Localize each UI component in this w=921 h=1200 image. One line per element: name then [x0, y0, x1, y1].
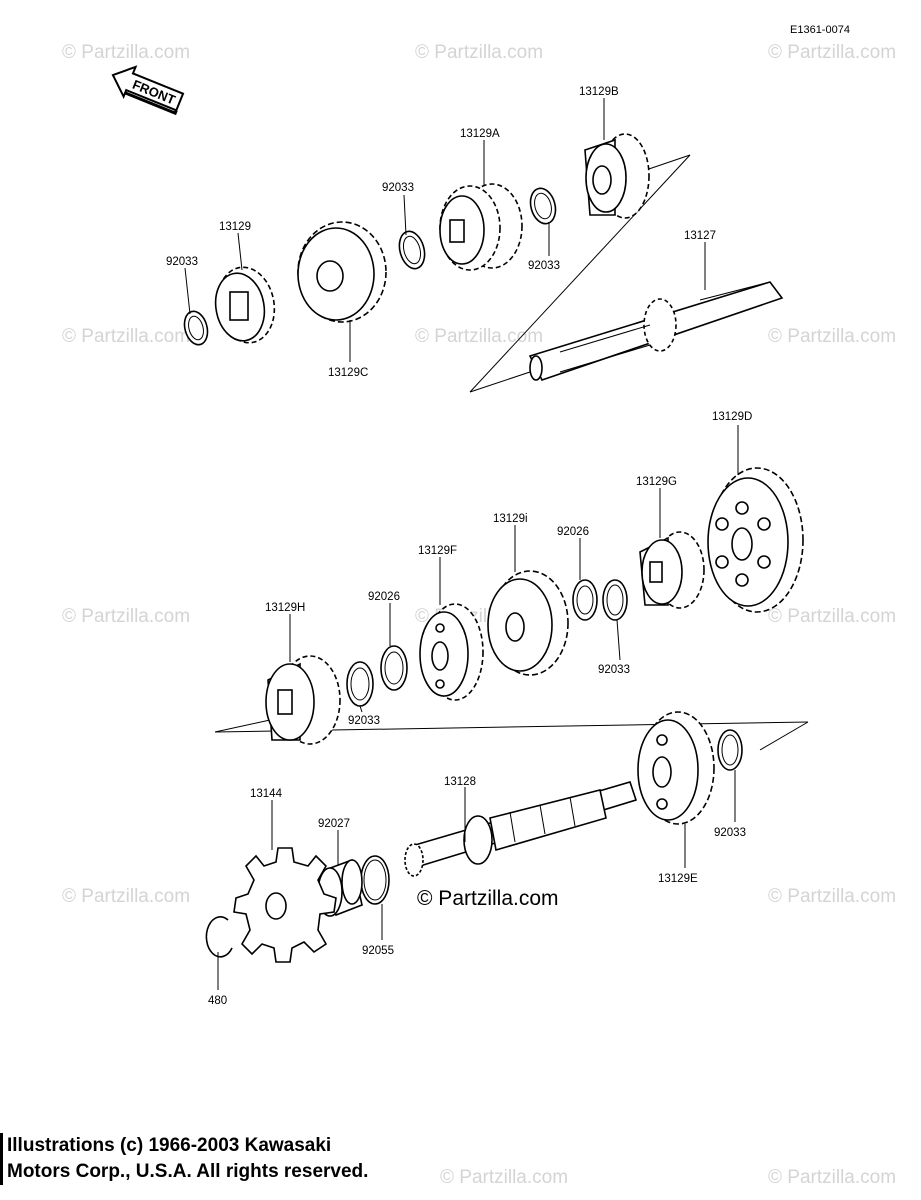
label-13129A: 13129A — [460, 128, 500, 140]
center-watermark: © Partzilla.com — [417, 887, 559, 910]
washer-92026-left — [380, 645, 408, 691]
label-92033: 92033 — [598, 664, 630, 676]
label-13129i: 13129i — [493, 513, 528, 525]
circlip-92033-left — [183, 310, 209, 346]
circlip-480 — [205, 916, 233, 958]
watermark: © Partzilla.com — [768, 606, 896, 627]
gear-13129E — [637, 711, 715, 825]
label-480: 480 — [208, 995, 227, 1007]
copyright-line: Illustrations (c) 1966-2003 Kawasaki — [7, 1135, 332, 1156]
labels-top: 92033 13129 13129C 92033 13129A 92033 13… — [166, 86, 716, 379]
washer-92055 — [360, 855, 390, 905]
labels-mid: 13129D 13129G 92026 92033 13129i 13129F … — [265, 411, 752, 727]
circlip-92033-bottom — [717, 729, 743, 771]
label-13129: 13129 — [219, 221, 251, 233]
label-13144: 13144 — [250, 788, 283, 800]
front-arrow-icon: FRONT — [111, 65, 185, 116]
watermark: © Partzilla.com — [768, 42, 896, 63]
circlip-92033-mid-left — [346, 661, 374, 707]
gear-13129 — [214, 266, 276, 344]
circlip-92033-right — [529, 187, 557, 225]
copyright-notice: Illustrations (c) 1966-2003 Kawasaki Mot… — [0, 1133, 368, 1185]
diagram-code: E1361-0074 — [790, 24, 850, 36]
watermark: © Partzilla.com — [415, 326, 543, 347]
sprocket-13144 — [233, 847, 337, 963]
watermark: © Partzilla.com — [768, 1167, 896, 1188]
watermark: © Partzilla.com — [768, 886, 896, 907]
label-13128: 13128 — [444, 776, 476, 788]
label-92033: 92033 — [166, 256, 198, 268]
circlip-92033-mid — [398, 230, 426, 270]
label-13129E: 13129E — [658, 873, 698, 885]
gear-13129F — [419, 603, 484, 701]
watermark: © Partzilla.com — [62, 886, 190, 907]
label-92026: 92026 — [557, 526, 589, 538]
label-92055: 92055 — [362, 945, 394, 957]
watermark: © Partzilla.com — [768, 326, 896, 347]
label-92026: 92026 — [368, 591, 400, 603]
gear-13129H — [265, 655, 341, 745]
watermark: © Partzilla.com — [62, 42, 190, 63]
label-13129B: 13129B — [579, 86, 619, 98]
gear-13129B — [584, 133, 650, 219]
gear-13129D — [707, 467, 804, 613]
watermark: © Partzilla.com — [62, 606, 190, 627]
gear-13129i — [487, 570, 569, 676]
watermark: © Partzilla.com — [415, 42, 543, 63]
gear-13129G — [639, 531, 705, 609]
label-92033: 92033 — [714, 827, 746, 839]
label-13129H: 13129H — [265, 602, 305, 614]
washer-92026-right — [572, 579, 598, 621]
label-13127: 13127 — [684, 230, 716, 242]
label-92033: 92033 — [528, 260, 560, 272]
label-92033: 92033 — [382, 182, 414, 194]
shaft-13127 — [528, 281, 784, 381]
label-92033: 92033 — [348, 715, 380, 727]
label-13129F: 13129F — [418, 545, 457, 557]
label-13129G: 13129G — [636, 476, 677, 488]
copyright-line: Motors Corp., U.S.A. All rights reserved… — [7, 1161, 369, 1182]
watermark: © Partzilla.com — [62, 326, 190, 347]
shaft-13128 — [404, 781, 638, 877]
gear-13129A — [439, 183, 523, 271]
labels-bottom: 13128 13144 92027 92055 480 13129E 92033 — [208, 770, 746, 1007]
label-13129D: 13129D — [712, 411, 752, 423]
watermark: © Partzilla.com — [440, 1167, 568, 1188]
label-13129C: 13129C — [328, 367, 368, 379]
circlip-92033-mid-right — [602, 579, 628, 621]
label-92027: 92027 — [318, 818, 350, 830]
gear-13129C — [297, 221, 387, 323]
